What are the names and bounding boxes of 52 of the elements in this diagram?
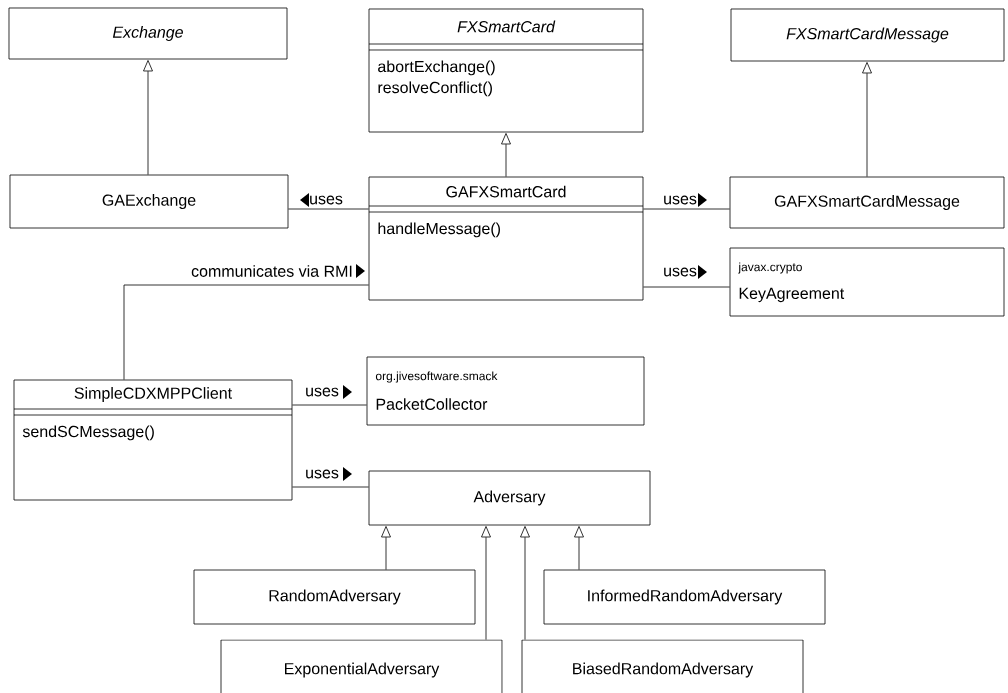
class-box bbox=[9, 174, 289, 229]
class-name: Exchange bbox=[112, 26, 183, 41]
method-list: sendSCMessage() bbox=[22, 425, 154, 441]
class-name: BiasedRandomAdversary bbox=[573, 662, 754, 678]
class-box bbox=[729, 247, 1005, 317]
generalization-arrow bbox=[143, 60, 153, 175]
class-name: GAFXSmartCard bbox=[446, 185, 566, 198]
class-box bbox=[368, 176, 644, 301]
method-list: handleMessage() bbox=[378, 222, 500, 238]
class-name: KeyAgreement bbox=[739, 287, 845, 303]
class-name: PacketCollector bbox=[376, 398, 488, 410]
class-name: SimpleCDXMPPClient bbox=[74, 387, 232, 402]
class-box bbox=[366, 356, 645, 426]
class-name: ExponentialAdversary bbox=[285, 662, 440, 678]
generalization-arrow bbox=[481, 526, 491, 640]
class-box bbox=[220, 639, 503, 693]
class-name: GAFXSmartCardMessage bbox=[774, 195, 960, 210]
edge-label: uses bbox=[308, 194, 344, 206]
package-name: org.jivesoftware.smack bbox=[375, 371, 498, 383]
association-line bbox=[123, 284, 369, 380]
edge-label: uses bbox=[304, 386, 340, 398]
class-box bbox=[730, 8, 1005, 62]
association-line bbox=[643, 286, 730, 288]
class-name: FXSmartCard bbox=[457, 20, 556, 33]
class-box bbox=[521, 639, 804, 693]
generalization-arrow bbox=[381, 526, 391, 570]
association-line bbox=[288, 208, 369, 210]
generalization-arrow bbox=[501, 133, 511, 177]
class-box bbox=[13, 379, 293, 501]
class-box bbox=[543, 569, 826, 625]
class-box bbox=[729, 176, 1005, 229]
association-line bbox=[292, 486, 369, 488]
association-line bbox=[643, 208, 730, 210]
class-name: RandomAdversary bbox=[269, 589, 401, 605]
method-list: abortExchange() resolveConflict() bbox=[378, 60, 495, 97]
class-name: Adversary bbox=[473, 490, 546, 506]
edge-label: communicates via RMI bbox=[190, 264, 354, 278]
association-line bbox=[292, 404, 367, 406]
class-box bbox=[368, 470, 651, 526]
class-name: InformedRandomAdversary bbox=[588, 589, 783, 605]
package-name: javax.crypto bbox=[738, 262, 802, 274]
edge-label: uses bbox=[662, 194, 698, 206]
class-box bbox=[368, 8, 644, 133]
edge-label: uses bbox=[662, 266, 698, 278]
generalization-arrow bbox=[862, 62, 872, 177]
class-name: GAExchange bbox=[102, 194, 196, 209]
class-box bbox=[193, 569, 476, 625]
class-name: FXSmartCardMessage bbox=[786, 27, 949, 43]
class-box bbox=[8, 7, 288, 60]
generalization-arrow bbox=[574, 526, 584, 570]
generalization-arrow bbox=[520, 526, 530, 640]
edge-label: uses bbox=[304, 468, 340, 480]
